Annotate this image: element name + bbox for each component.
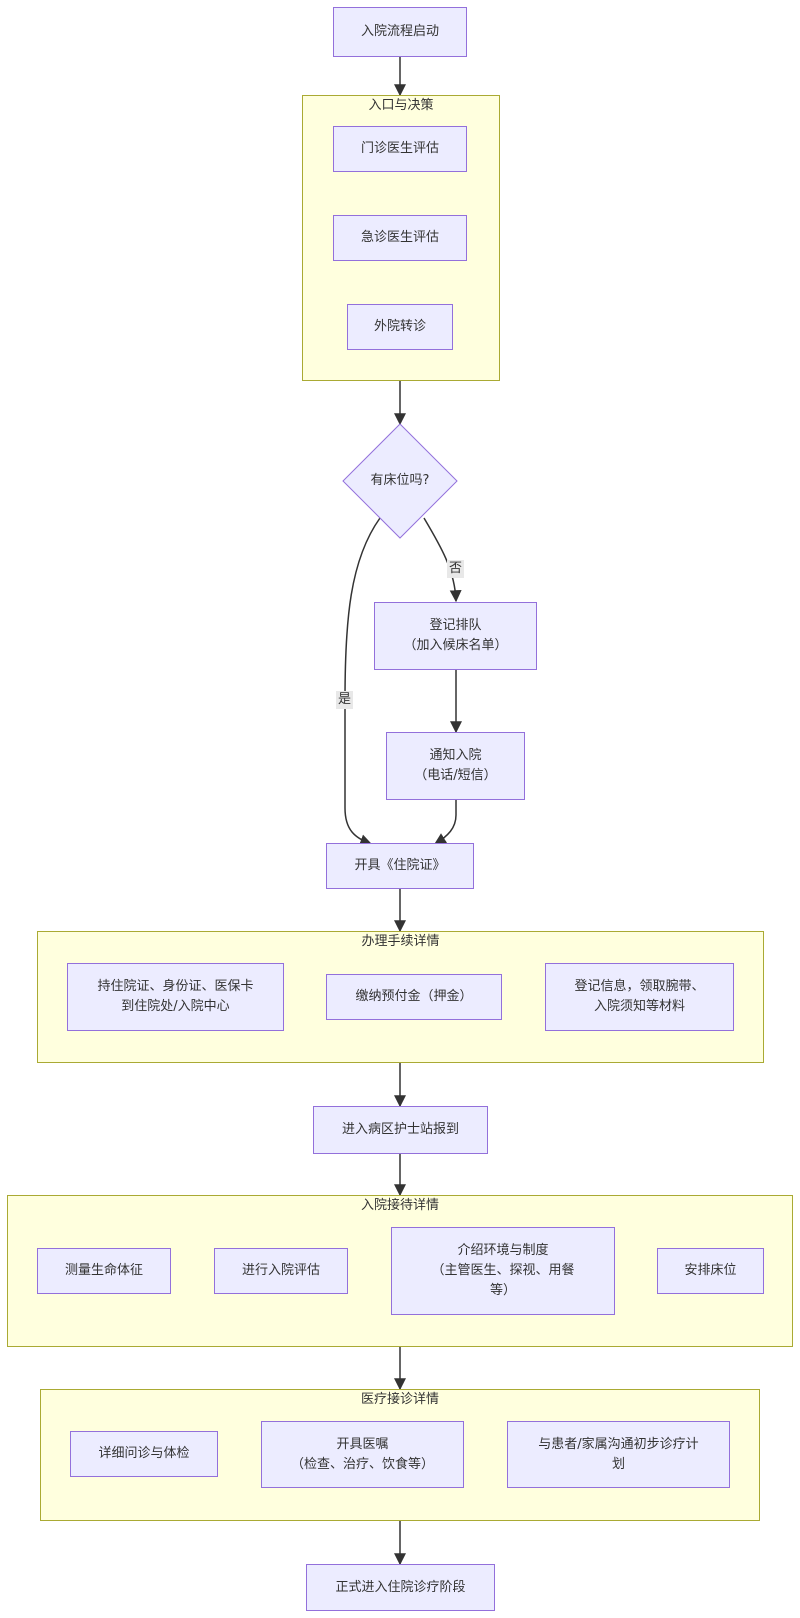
node-med-plan-line2: 划 bbox=[611, 1456, 625, 1472]
edge-label-yes: 是 bbox=[336, 691, 354, 709]
node-proc-register-line2: 入院须知等材料 bbox=[593, 999, 685, 1014]
node-ward-report-line: 进入病区护士站报到 bbox=[341, 1122, 459, 1137]
node-ward-report[interactable]: 进入病区护士站报到 bbox=[313, 1106, 488, 1154]
edge-decision-yes bbox=[344, 517, 381, 846]
node-recv-intro-line3: 等） bbox=[489, 1283, 516, 1298]
cluster-medical-title: 医疗接诊详情 bbox=[360, 1392, 439, 1407]
node-recv-bed[interactable]: 安排床位 bbox=[657, 1248, 764, 1294]
node-proc-docs[interactable]: 持住院证、身份证、医保卡 到住院处/入院中心 bbox=[67, 963, 284, 1031]
node-entry-outpatient[interactable]: 门诊医生评估 bbox=[333, 126, 467, 172]
node-start-line: 入院流程启动 bbox=[360, 24, 439, 39]
node-med-plan[interactable]: 与患者/家属沟通初步诊疗计 划 bbox=[507, 1421, 730, 1488]
node-issue-cert[interactable]: 开具《住院证》 bbox=[326, 843, 474, 889]
node-med-orders[interactable]: 开具医嘱 （检查、治疗、饮食等） bbox=[261, 1421, 464, 1488]
node-register-queue-line2: （加入候床名单） bbox=[403, 638, 508, 653]
node-notify-line2: （电话/短信） bbox=[414, 768, 497, 783]
node-entry-transfer[interactable]: 外院转诊 bbox=[347, 304, 453, 350]
node-register-queue[interactable]: 登记排队 （加入候床名单） bbox=[374, 602, 537, 670]
node-issue-cert-line: 开具《住院证》 bbox=[354, 858, 446, 873]
node-recv-intro-line1: 介绍环境与制度 bbox=[457, 1243, 549, 1258]
node-proc-register-line1: 登记信息，领取腕带、 bbox=[574, 979, 705, 994]
node-proc-deposit[interactable]: 缴纳预付金（押金） bbox=[326, 974, 502, 1020]
cluster-procedures-title: 办理手续详情 bbox=[361, 934, 440, 949]
node-recv-bed-line: 安排床位 bbox=[684, 1263, 737, 1278]
node-proc-register[interactable]: 登记信息，领取腕带、 入院须知等材料 bbox=[545, 963, 734, 1031]
decision-bed-label: 有床位吗? bbox=[370, 473, 430, 488]
node-entry-emergency[interactable]: 急诊医生评估 bbox=[333, 215, 467, 261]
node-entry-outpatient-line: 门诊医生评估 bbox=[360, 141, 439, 156]
node-final-line: 正式进入住院诊疗阶段 bbox=[335, 1579, 466, 1595]
node-med-orders-line2: （检查、治疗、饮食等） bbox=[290, 1456, 434, 1472]
edge-label-no: 否 bbox=[447, 560, 465, 578]
node-proc-docs-line2: 到住院处/入院中心 bbox=[121, 999, 230, 1014]
node-entry-transfer-line: 外院转诊 bbox=[373, 319, 426, 334]
edge-decision-no bbox=[423, 517, 462, 603]
node-med-orders-line1: 开具医嘱 bbox=[336, 1436, 389, 1452]
node-med-exam-line: 详细问诊与体检 bbox=[98, 1446, 190, 1461]
node-proc-docs-line1: 持住院证、身份证、医保卡 bbox=[97, 979, 254, 994]
node-start[interactable]: 入院流程启动 bbox=[333, 7, 467, 57]
node-recv-intro[interactable]: 介绍环境与制度 （主管医生、探视、用餐 等） bbox=[391, 1227, 615, 1315]
node-recv-vitals[interactable]: 测量生命体征 bbox=[37, 1248, 171, 1294]
node-med-exam[interactable]: 详细问诊与体检 bbox=[70, 1431, 218, 1477]
node-register-queue-line1: 登记排队 bbox=[429, 618, 482, 633]
node-recv-assess-line: 进行入院评估 bbox=[241, 1263, 320, 1278]
cluster-entry-title: 入口与决策 bbox=[368, 98, 434, 113]
node-recv-intro-line2: （主管医生、探视、用餐 bbox=[431, 1263, 575, 1278]
decision-bed-diamond bbox=[342, 423, 458, 539]
node-notify-line1: 通知入院 bbox=[429, 748, 482, 763]
node-proc-deposit-line: 缴纳预付金（押金） bbox=[355, 989, 473, 1004]
node-notify[interactable]: 通知入院 （电话/短信） bbox=[386, 732, 525, 800]
cluster-reception-title: 入院接待详情 bbox=[360, 1198, 439, 1213]
node-med-plan-line1: 与患者/家属沟通初步诊疗计 bbox=[538, 1436, 699, 1452]
edge-notify-to-cert bbox=[433, 800, 457, 845]
node-recv-vitals-line: 测量生命体征 bbox=[64, 1263, 143, 1278]
node-entry-emergency-line: 急诊医生评估 bbox=[360, 230, 439, 245]
node-recv-assess[interactable]: 进行入院评估 bbox=[214, 1248, 348, 1294]
node-final[interactable]: 正式进入住院诊疗阶段 bbox=[306, 1564, 495, 1611]
